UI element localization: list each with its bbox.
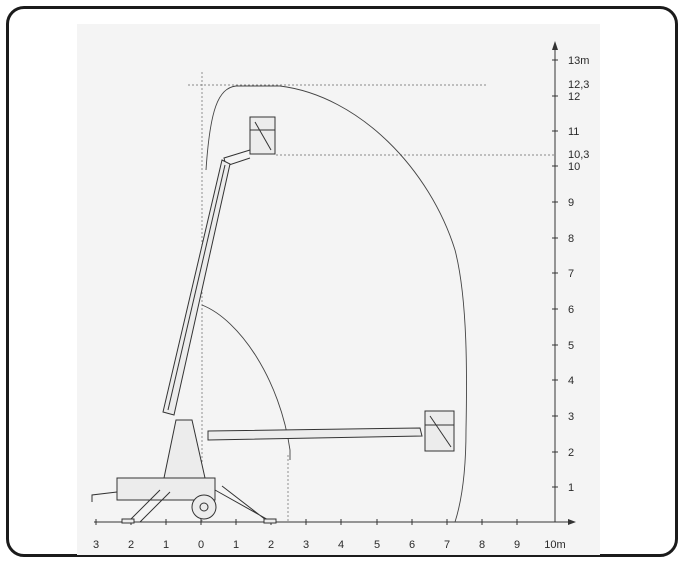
right-foot: [263, 518, 277, 524]
trailer-hub: [199, 502, 209, 512]
x-tick-label: 9: [514, 539, 520, 551]
left-foot: [121, 518, 135, 524]
y-axis-arrow: [552, 41, 558, 50]
y-tick-label: 7: [568, 268, 574, 280]
x-tick-label: 4: [338, 539, 344, 551]
upper-basket-diag: [254, 121, 272, 151]
main-boom: [162, 159, 231, 416]
y-tick-label: 1: [568, 482, 574, 494]
right-outrigger: [214, 485, 273, 523]
x-tick-label: 1: [163, 539, 169, 551]
x-tick-label: 5: [374, 539, 380, 551]
raised-platform: [223, 116, 276, 167]
y-tick-label: 13m: [568, 55, 589, 67]
x-axis-arrow: [568, 519, 576, 525]
x-tick-label: 8: [479, 539, 485, 551]
max-height-label: 12,3: [568, 79, 589, 91]
x-tick-label: 2: [128, 539, 134, 551]
trailer-chassis: [91, 419, 277, 524]
guide-lines: [188, 72, 555, 522]
y-tick-labels: 1 2 3 4 5 6 7 8 9 10 11 12 13m 12,3 10,3: [568, 55, 589, 494]
lowered-platform: [207, 410, 455, 452]
y-tick-label: 10: [568, 161, 580, 173]
x-tick-marks: [95, 519, 518, 525]
x-tick-label: 7: [444, 539, 450, 551]
y-tick-label: 12: [568, 91, 580, 103]
y-tick-label: 9: [568, 197, 574, 209]
x-tick-label: 1: [233, 539, 239, 551]
x-tick-label: 10m: [544, 539, 565, 551]
x-tick-label: 3: [303, 539, 309, 551]
platform-height-label: 10,3: [568, 149, 589, 161]
x-tick-label: 0: [198, 539, 204, 551]
y-tick-label: 6: [568, 304, 574, 316]
x-tick-labels: 3 2 1 0 1 2 3 4 5 6 7 8 9 10m: [93, 539, 566, 551]
x-tick-label: 3: [93, 539, 99, 551]
y-tick-label: 3: [568, 411, 574, 423]
horizontal-boom: [207, 427, 423, 441]
x-tick-label: 6: [409, 539, 415, 551]
tow-bar: [91, 491, 118, 502]
working-envelope: [201, 85, 467, 523]
axes: [94, 41, 576, 525]
y-tick-label: 8: [568, 233, 574, 245]
diagram-panel: [77, 24, 600, 555]
turret: [163, 419, 206, 479]
y-tick-label: 2: [568, 447, 574, 459]
y-tick-marks: [552, 59, 558, 488]
lower-basket-diag: [429, 415, 452, 448]
y-tick-label: 11: [568, 126, 579, 138]
left-outrigger: [127, 489, 171, 523]
x-tick-label: 2: [268, 539, 274, 551]
outer-envelope-curve: [205, 85, 467, 523]
y-tick-label: 4: [568, 375, 574, 387]
y-tick-label: 5: [568, 340, 574, 352]
boom-inner-line: [167, 164, 226, 411]
